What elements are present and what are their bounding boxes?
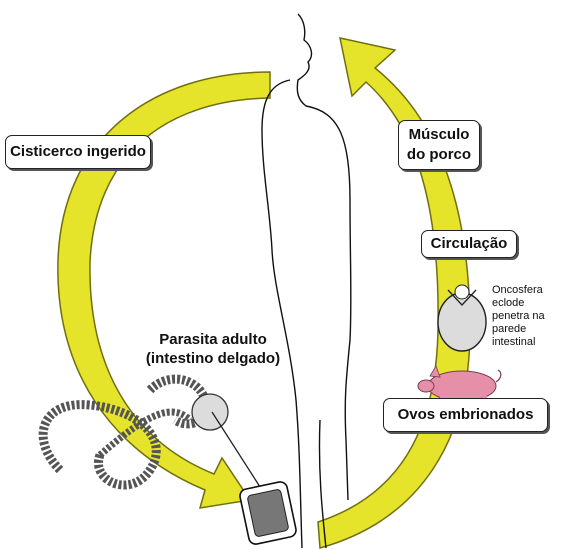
- parasita-label: Parasita adulto (intestino delgado): [143, 330, 283, 368]
- right-cycle-arrow: [318, 38, 470, 548]
- oncosfera-line-2: eclode: [492, 297, 564, 310]
- musculo-line1: Músculo: [399, 125, 479, 145]
- oncosfera-line-3: penetra na: [492, 310, 564, 323]
- parasita-line2: (intestino delgado): [143, 349, 283, 368]
- ovos-label: Ovos embrionados: [383, 398, 548, 432]
- oncosfera-line-5: intestinal: [492, 336, 564, 349]
- proglottid-segment: [239, 481, 298, 546]
- oncosfera-line-4: parede: [492, 323, 564, 336]
- circulacao-label: Circulação: [421, 230, 517, 258]
- musculo-line2: do porco: [399, 145, 479, 165]
- oncosfera-line-1: Oncosfera: [492, 284, 564, 297]
- musculo-label: Músculo do porco: [398, 120, 480, 170]
- parasita-line1: Parasita adulto: [143, 330, 283, 349]
- oncosfera-text: Oncosfera eclode penetra na parede intes…: [492, 284, 564, 349]
- intestine-circle: [192, 394, 228, 430]
- cisticerco-label: Cisticerco ingerido: [5, 135, 151, 169]
- human-silhouette: [262, 14, 351, 548]
